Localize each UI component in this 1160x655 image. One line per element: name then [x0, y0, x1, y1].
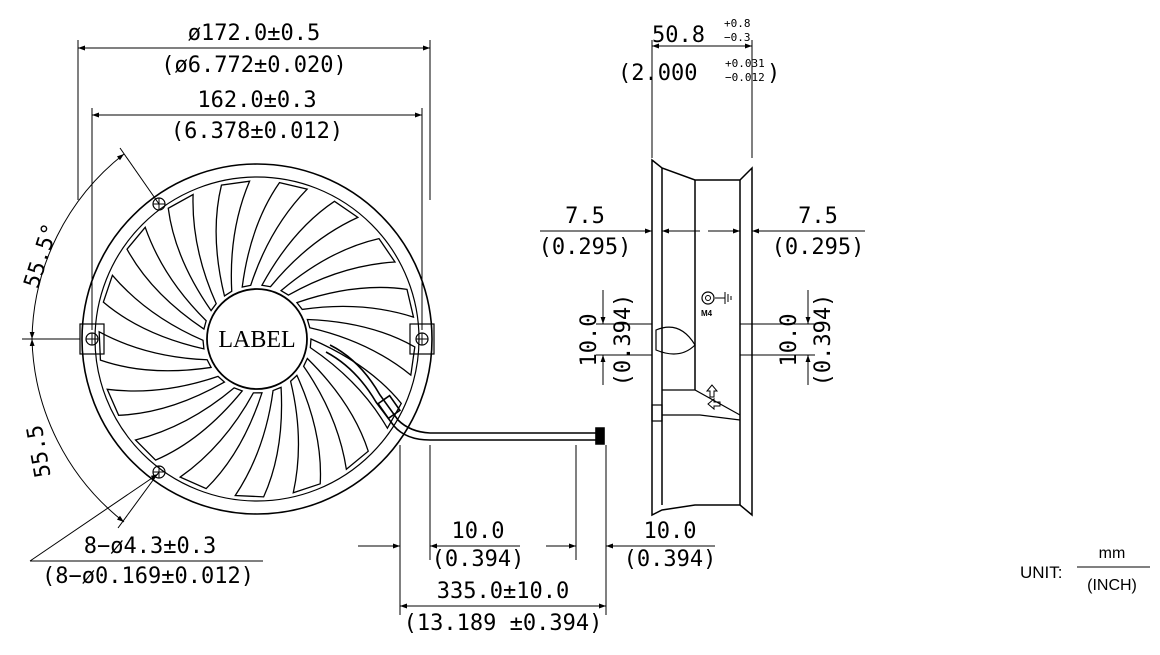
unit-legend: UNIT: mm (INCH) — [1020, 545, 1150, 594]
fan-blade — [134, 387, 244, 461]
depth-inch-tol-minus: −0.012 — [725, 71, 765, 84]
unit-denominator: (INCH) — [1087, 577, 1137, 594]
front-view — [22, 40, 715, 615]
holes-dim: 8−ø4.3±0.3 — [84, 534, 216, 559]
lead-strip-1-dim: 10.0 — [452, 519, 505, 544]
fan-blade — [260, 200, 360, 288]
fan-blade — [234, 386, 283, 498]
unit-numerator: mm — [1099, 545, 1126, 562]
fan-blade — [309, 338, 403, 430]
fan-blade — [295, 286, 415, 319]
flange-left-inch-dim: (0.295) — [539, 235, 632, 260]
flange-right-dim: 7.5 — [798, 204, 838, 229]
flange-right-inch-dim: (0.295) — [772, 235, 865, 260]
angle-bottom-dim: 55.5 — [23, 423, 57, 480]
angle-top-dim: 55.5° — [20, 221, 64, 292]
lead-length-inch-dim: (13.189 ±0.394) — [404, 611, 603, 636]
outer-diameter-dim: ø172.0±0.5 — [188, 21, 320, 46]
depth-inch-dim: (2.000 — [618, 61, 697, 86]
lead-length-dim: 335.0±10.0 — [437, 579, 569, 604]
lead-strip-1-inch-dim: (0.394) — [432, 547, 525, 572]
boss-left-dim: 10.0 — [577, 314, 602, 367]
fan-blade — [279, 237, 397, 296]
lead-strip-2-inch-dim: (0.394) — [624, 547, 717, 572]
unit-prefix: UNIT: — [1020, 563, 1063, 582]
fan-blade — [241, 181, 309, 288]
ground-label: M4 — [701, 309, 713, 318]
airflow-arrow-icon — [705, 384, 719, 398]
fan-blade — [215, 180, 251, 297]
hole-span-dim: 162.0±0.3 — [197, 88, 316, 113]
fan-label: LABEL — [218, 327, 295, 353]
outer-diameter-inch-dim: (ø6.772±0.020) — [161, 53, 346, 78]
holes-inch-dim: (8−ø0.169±0.012) — [42, 564, 254, 589]
depth-inch-tol-plus: +0.031 — [725, 57, 765, 70]
depth-dim: 50.8 — [652, 23, 705, 48]
fan-blade — [289, 374, 322, 494]
fan-blade — [306, 318, 416, 377]
wire-grommet — [376, 394, 402, 420]
flange-left-dim: 7.5 — [565, 204, 605, 229]
fan-blade — [106, 375, 226, 416]
lead-wires — [325, 344, 605, 445]
side-profile — [651, 158, 753, 517]
fan-hub — [206, 288, 308, 390]
lead-strip-2-dim: 10.0 — [644, 519, 697, 544]
depth-tol-plus: +0.8 — [724, 17, 751, 30]
hole-span-inch-dim: (6.378±0.012) — [171, 119, 343, 144]
fan-blade — [302, 357, 370, 471]
fan-blade — [178, 392, 263, 490]
fan-blade — [167, 193, 217, 312]
depth-inch-close: ) — [767, 61, 780, 86]
depth-tol-minus: −0.3 — [724, 31, 751, 44]
rotation-arrow-icon — [707, 397, 721, 411]
boss-right-inch-dim: (0.394) — [811, 294, 836, 387]
boss-right-dim: 10.0 — [777, 314, 802, 367]
fan-blade — [98, 330, 213, 372]
fan-blade — [126, 226, 207, 331]
ground-screw-icon — [701, 291, 715, 305]
boss-left-inch-dim: (0.394) — [611, 294, 636, 387]
side-view — [540, 40, 865, 517]
